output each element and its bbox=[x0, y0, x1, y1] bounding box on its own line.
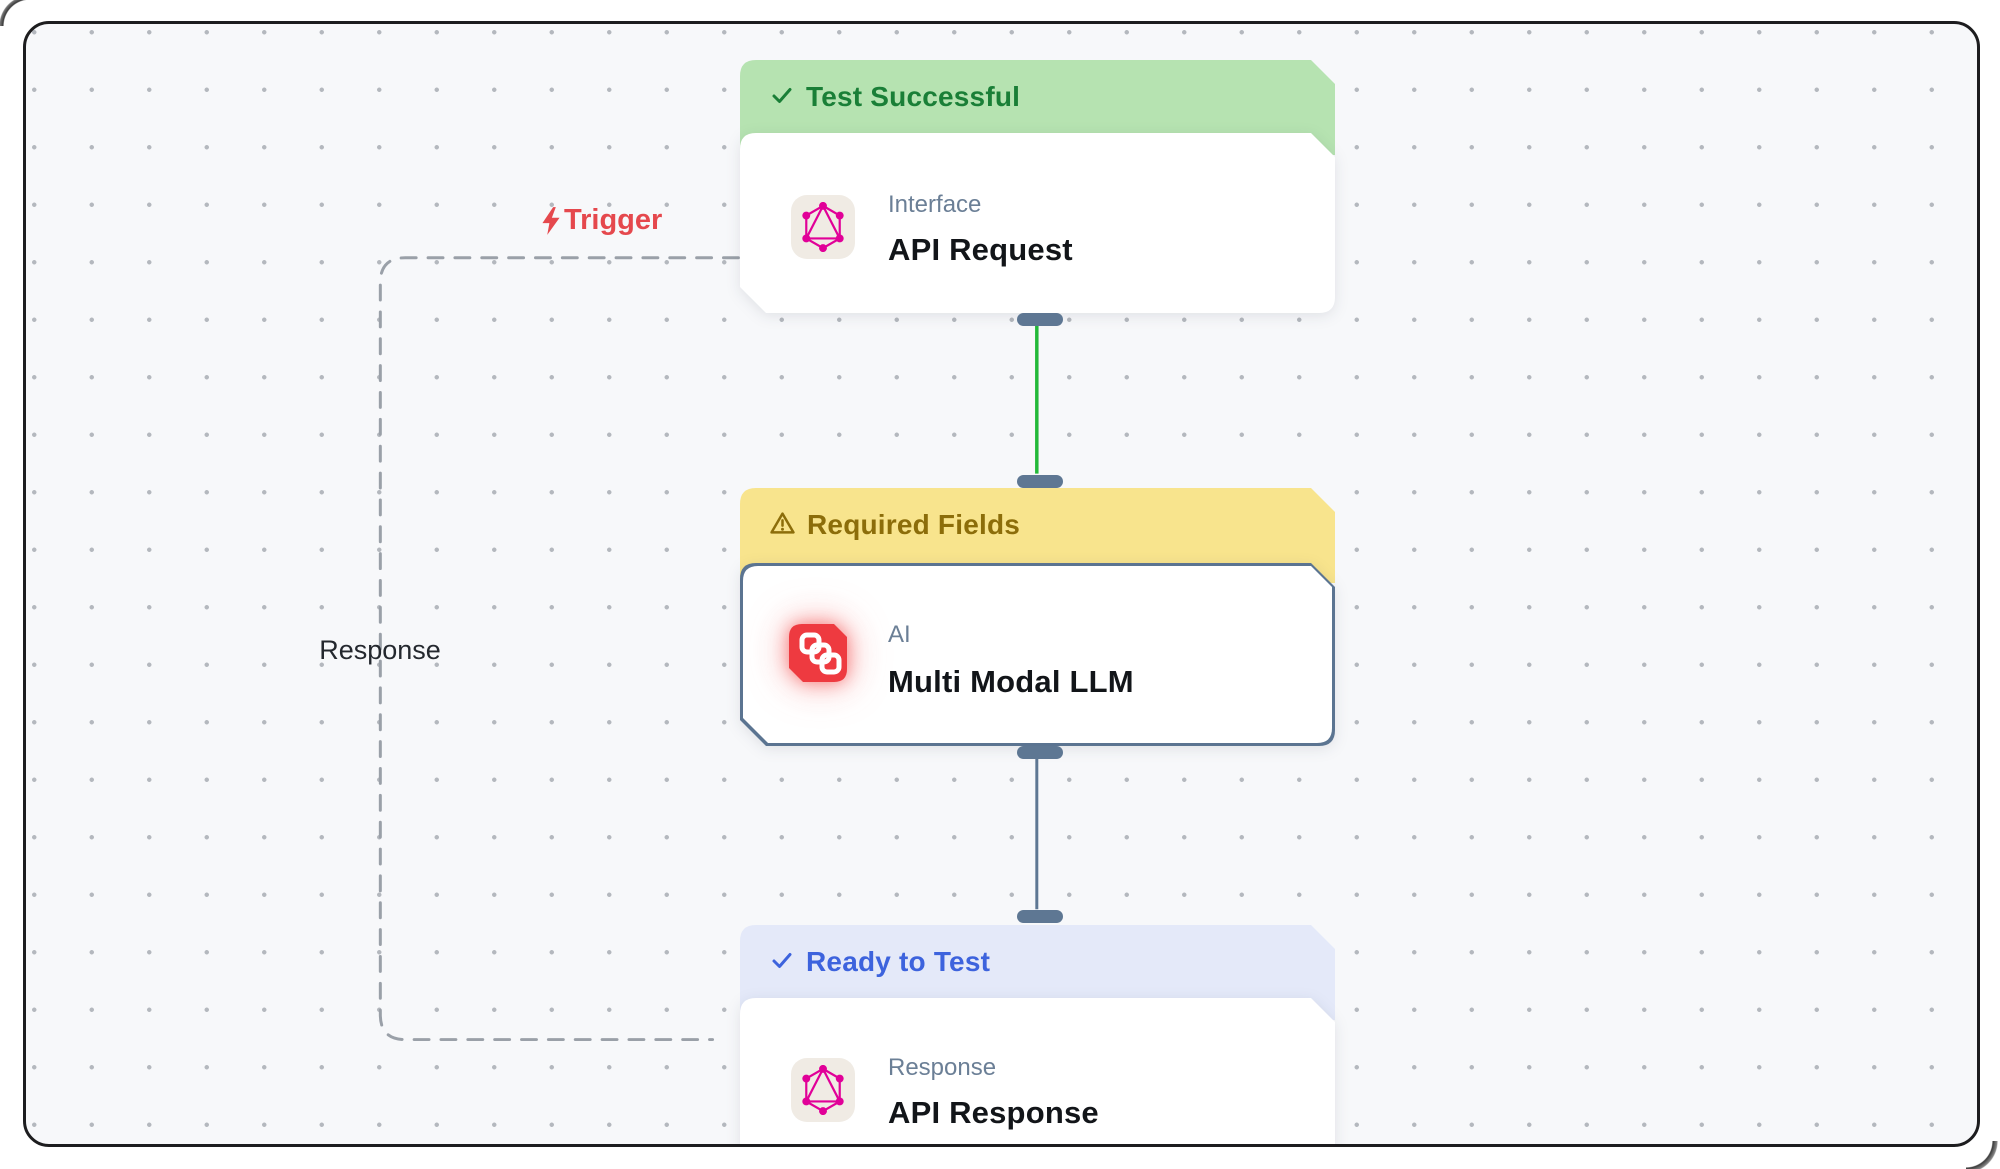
edges-layer bbox=[378, 256, 1039, 1042]
workflow-canvas[interactable]: Trigger Response Test Successful Interfa… bbox=[26, 24, 1977, 1144]
output-handle-llm[interactable] bbox=[1017, 746, 1063, 759]
output-handle-api-request[interactable] bbox=[1017, 313, 1063, 326]
trigger-edge-label: Trigger bbox=[538, 204, 662, 237]
warning-icon bbox=[770, 511, 795, 535]
lightning-bolt-icon bbox=[542, 206, 560, 235]
node-category: Response bbox=[888, 1054, 997, 1081]
status-banner-label: Test Successful bbox=[806, 81, 1021, 112]
status-banner-label: Ready to Test bbox=[806, 946, 991, 977]
graphql-icon bbox=[791, 195, 855, 259]
check-icon bbox=[770, 83, 794, 107]
graphql-logo bbox=[802, 202, 844, 252]
check-icon bbox=[770, 948, 794, 972]
graphql-logo bbox=[802, 1065, 844, 1115]
node-category: Interface bbox=[888, 191, 982, 218]
node-category: AI bbox=[888, 621, 911, 648]
trigger-edge-label-text: Trigger bbox=[564, 204, 663, 236]
node-title: API Response bbox=[888, 1095, 1099, 1130]
screenshot-corner-artifact bbox=[0, 0, 30, 26]
input-handle-llm[interactable] bbox=[1017, 475, 1063, 488]
node-title: Multi Modal LLM bbox=[888, 664, 1134, 699]
workflow-frame: Trigger Response Test Successful Interfa… bbox=[23, 21, 1980, 1147]
chain-links-glyph bbox=[789, 624, 847, 682]
response-feedback-edge bbox=[378, 256, 740, 1042]
status-banner-label: Required Fields bbox=[807, 509, 1021, 540]
input-handle-api-response[interactable] bbox=[1017, 910, 1063, 923]
node-title: API Request bbox=[888, 232, 1073, 267]
graphql-icon bbox=[791, 1058, 855, 1122]
screenshot-corner-artifact bbox=[1966, 1141, 2000, 1169]
chain-icon bbox=[789, 624, 847, 682]
response-edge-label: Response bbox=[319, 635, 441, 665]
